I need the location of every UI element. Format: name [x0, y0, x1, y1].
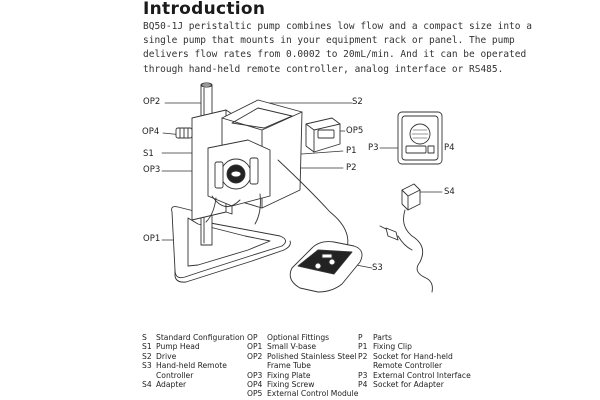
intro-line: single pump that mounts in your equipmen…: [143, 35, 515, 47]
legend-row: OP2 Polished Stainless Steel: [247, 352, 358, 361]
legend-text: External Control Module: [267, 389, 359, 399]
legend-code: S1: [142, 342, 152, 352]
pump-head: [205, 139, 271, 225]
legend-code: [358, 361, 373, 370]
legend-text: Polished Stainless Steel: [267, 351, 357, 361]
legend-row: OP4 Fixing Screw: [247, 380, 358, 389]
legend-code: OP1: [247, 342, 263, 352]
v-base: [171, 206, 291, 283]
remote-cable: [277, 159, 349, 255]
legend-row: P Parts: [358, 333, 471, 342]
legend-row: S3 Hand-held Remote: [142, 361, 244, 370]
callout-p3: P3: [368, 143, 379, 153]
legend-text: Pump Head: [156, 342, 200, 352]
callout-op2: OP2: [143, 97, 161, 107]
callout-p2: P2: [346, 163, 357, 173]
legend-row: Remote Controller: [358, 361, 471, 370]
legend-text: Fixing Plate: [267, 370, 311, 380]
page-title: Introduction: [143, 0, 266, 19]
socket-panel: [397, 111, 443, 165]
legend-code: P4: [358, 380, 368, 390]
legend-row: P4 Socket for Adapter: [358, 380, 471, 389]
legend-code: P1: [358, 342, 368, 352]
legend-text: Small V-base: [267, 342, 317, 352]
legend-row: S2 Drive: [142, 352, 244, 361]
legend-row: S4 Adapter: [142, 380, 244, 389]
legend-code: S: [142, 333, 147, 342]
legend-code: P3: [358, 370, 368, 380]
fixing-screw: [175, 127, 193, 139]
legend-code: [142, 371, 156, 380]
callout-op4: OP4: [142, 127, 160, 137]
legend-text: External Control Interface: [373, 370, 471, 380]
legend-text: Parts: [373, 333, 392, 342]
callout-s3: S3: [372, 263, 383, 273]
legend-row: OP3 Fixing Plate: [247, 371, 358, 380]
legend-text: Socket for Adapter: [373, 380, 444, 390]
legend-text: Standard Configuration: [156, 333, 245, 342]
legend-row: OP5 External Control Module: [247, 389, 358, 398]
callout-op1: OP1: [143, 234, 161, 244]
legend-code: OP: [247, 333, 258, 342]
callout-p4: P4: [444, 143, 455, 153]
legend-text: Hand-held Remote: [156, 361, 227, 371]
legend-row: OP Optional Fittings: [247, 333, 358, 342]
legend-text: Optional Fittings: [267, 333, 330, 342]
adapter: [401, 183, 433, 293]
legend-code: OP3: [247, 370, 263, 380]
legend-row: OP1 Small V-base: [247, 342, 358, 351]
legend-code: [247, 361, 267, 370]
legend-code: S3: [142, 361, 152, 371]
legend-text: Frame Tube: [267, 361, 311, 371]
legend-code: P: [358, 333, 363, 342]
legend-code: OP5: [247, 389, 263, 399]
legend-row: Frame Tube: [247, 361, 358, 370]
callout-p1: P1: [346, 146, 357, 156]
legend-row: S1 Pump Head: [142, 342, 244, 351]
control-module: [305, 117, 341, 153]
callout-op3: OP3: [143, 165, 161, 175]
callout-s2: S2: [352, 97, 363, 107]
legend-code: OP4: [247, 380, 263, 390]
legend-row: P2 Socket for Hand-held: [358, 352, 471, 361]
legend-standard: S Standard Configuration S1 Pump Head S2 Dr…: [142, 333, 244, 389]
legend-code: S4: [142, 380, 152, 390]
intro-line: delivers flow rates from 0.0002 to 20mL/…: [143, 49, 527, 61]
legend-code: OP2: [247, 351, 263, 361]
legend-text: Fixing Clip: [373, 342, 412, 352]
intro-line: through hand-held remote controller, ana…: [143, 63, 504, 75]
callout-s4: S4: [444, 187, 455, 197]
legend-row: P1 Fixing Clip: [358, 342, 471, 351]
legend-text: Remote Controller: [373, 361, 443, 371]
remote-controller: [289, 241, 363, 293]
legend-text: Adapter: [156, 380, 187, 390]
legend-text: Drive: [156, 351, 177, 361]
legend-code: S2: [142, 351, 152, 361]
intro-paragraph: BQ50-1J peristaltic pump combines low fl…: [143, 20, 532, 77]
legend-text: Socket for Hand-held: [373, 351, 453, 361]
legend-text: Controller: [156, 370, 194, 380]
legend-code: P2: [358, 351, 368, 361]
legend-row: S Standard Configuration: [142, 333, 244, 342]
callout-op5: OP5: [346, 126, 364, 136]
legend-row: P3 External Control Interface: [358, 371, 471, 380]
callout-s1: S1: [143, 149, 154, 159]
legend-row: Controller: [142, 371, 244, 380]
intro-line: BQ50-1J peristaltic pump combines low fl…: [143, 21, 532, 32]
legend-optional: OP Optional Fittings OP1 Small V-base OP2 P…: [247, 333, 358, 399]
adapter-plug: [379, 225, 413, 251]
legend-text: Fixing Screw: [267, 380, 315, 390]
legend-parts: P Parts P1 Fixing Clip P2 Socket for Hand-h…: [358, 333, 471, 389]
